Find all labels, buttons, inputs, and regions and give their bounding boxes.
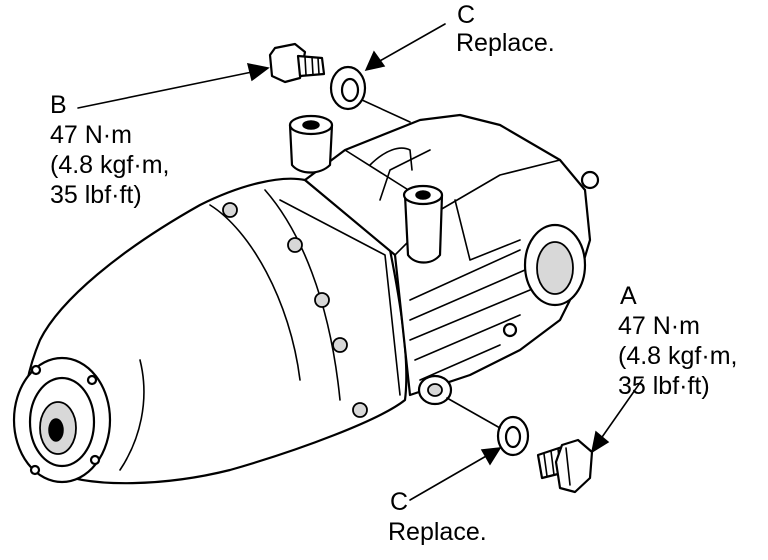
callout-b-torque-lbf: 35 lbf·ft) (50, 181, 142, 209)
leader-lines (77, 23, 643, 501)
callout-a-torque-kgf: (4.8 kgf·m, (618, 342, 738, 370)
washer-c-bottom (496, 415, 530, 457)
callout-b-letter: B (50, 91, 67, 119)
callout-a-torque-lbf: 35 lbf·ft) (618, 372, 710, 400)
front-housing (288, 113, 600, 406)
fill-plug-b (268, 42, 326, 84)
callout-c-top-letter: C (457, 1, 476, 29)
callout-c-top-note: Replace. (456, 29, 555, 57)
callout-c-bottom-letter: C (390, 488, 409, 516)
callout-a-letter: A (620, 282, 637, 310)
callout-c-bottom-note: Replace. (388, 518, 487, 546)
washer-c-top (329, 65, 367, 111)
callout-b-torque-nm: 47 N·m (50, 121, 132, 149)
input-flange (12, 356, 112, 484)
drain-plug-a (536, 438, 594, 494)
callout-a-torque-nm: 47 N·m (618, 312, 700, 340)
callout-b-torque-kgf: (4.8 kgf·m, (50, 151, 170, 179)
